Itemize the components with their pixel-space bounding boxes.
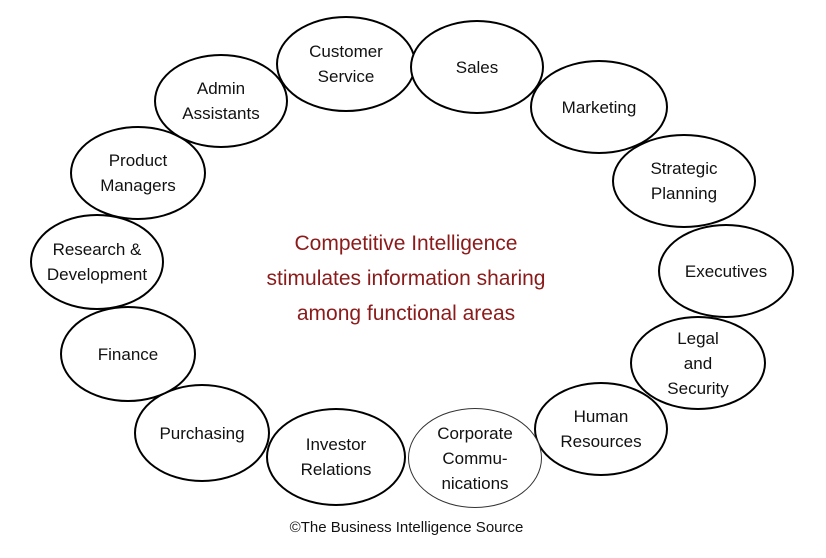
node-finance: Finance	[60, 306, 196, 402]
node-sales: Sales	[410, 20, 544, 114]
node-human-resources: Human Resources	[534, 382, 668, 476]
node-legal-security: Legal and Security	[630, 316, 766, 410]
node-strategic-planning: Strategic Planning	[612, 134, 756, 228]
node-purchasing: Purchasing	[134, 384, 270, 482]
node-corporate-communications: Corporate Commu- nications	[408, 408, 542, 508]
node-executives: Executives	[658, 224, 794, 318]
node-marketing: Marketing	[530, 60, 668, 154]
node-product-managers: Product Managers	[70, 126, 206, 220]
node-admin-assistants: Admin Assistants	[154, 54, 288, 148]
copyright-footer: ©The Business Intelligence Source	[289, 519, 524, 536]
center-message: Competitive Intelligence stimulates info…	[266, 232, 546, 325]
node-customer-service: Customer Service	[276, 16, 416, 112]
node-research-development: Research & Development	[30, 214, 164, 310]
node-investor-relations: Investor Relations	[266, 408, 406, 506]
